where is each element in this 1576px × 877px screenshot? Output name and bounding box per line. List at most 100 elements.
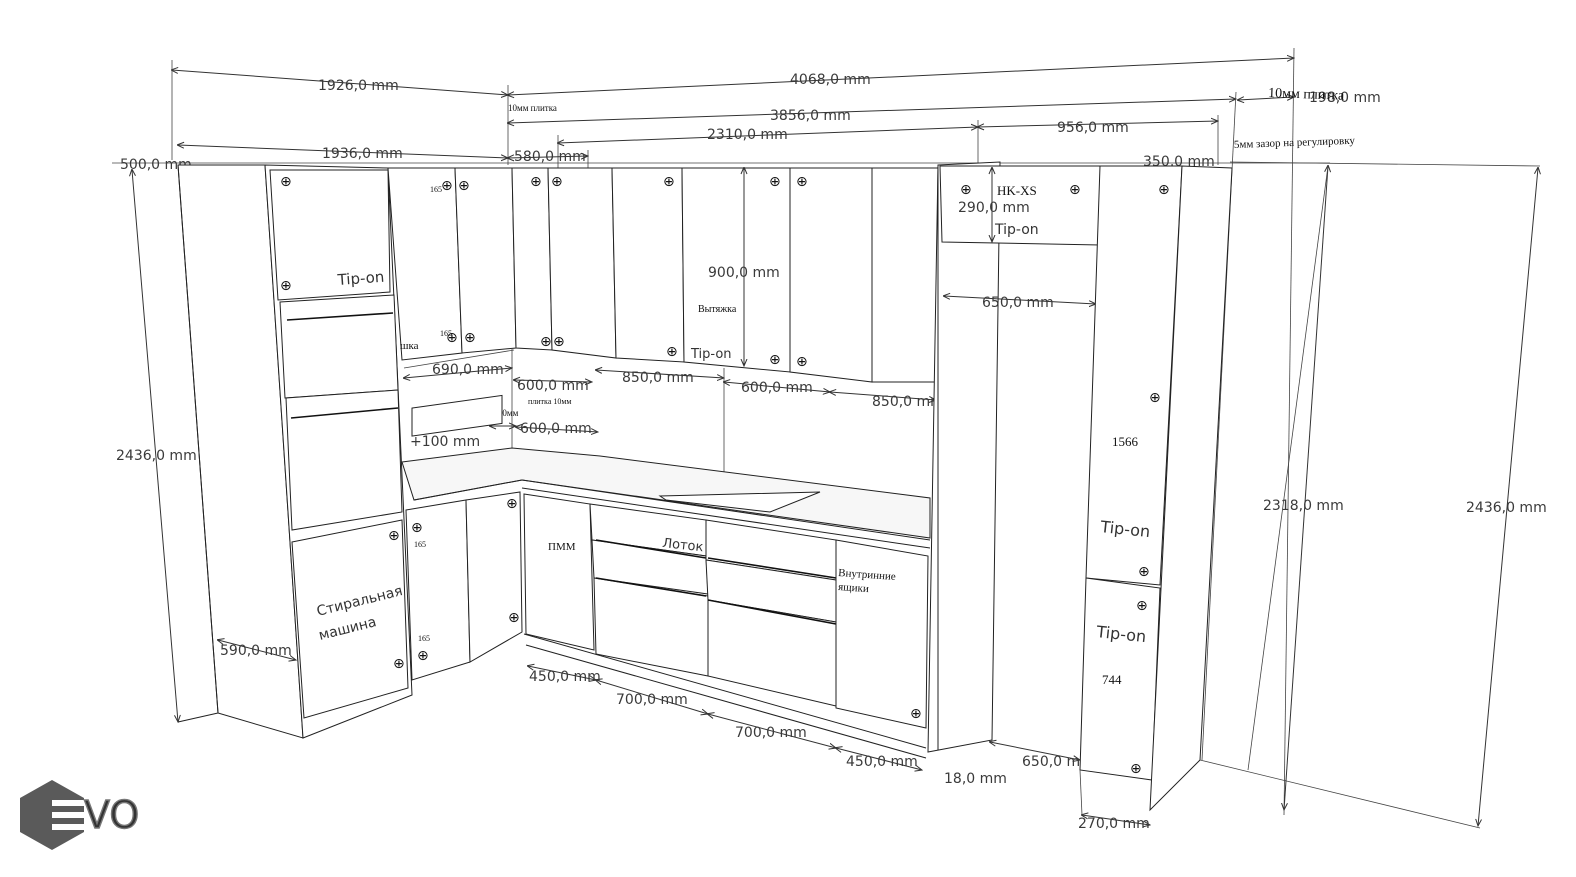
tall-top-door[interactable] (269, 169, 391, 301)
dim-650: 650,0 mm (982, 295, 1054, 311)
inner-drawers-door[interactable] (835, 539, 929, 729)
ext-line (1079, 769, 1083, 816)
left-height: 2436,0 mm (116, 170, 197, 722)
right-tall-cabinet: ⊕ ⊕ ⊕ ⊕ ⊕ 1566 Tip-on Tip-on 744 270,0 m… (1078, 165, 1233, 832)
hinge-icon: ⊕ (666, 344, 678, 360)
right-heights: 2318,0 mm 2436,0 mm (1199, 166, 1547, 829)
ceiling-line-right (1229, 161, 1541, 167)
hinge-icon: ⊕ (553, 334, 565, 350)
dim-line-600a (514, 380, 592, 382)
hinge-icon: ⊕ (1149, 390, 1161, 406)
dishwasher-label: ПММ (548, 541, 576, 553)
left-tall-column: ⊕ ⊕ Tip-on ⊕ ⊕ Стиральная машина (264, 164, 413, 739)
wall-edge (403, 349, 515, 369)
hinge-icon: ⊕ (393, 656, 405, 672)
num-165: 165 (440, 329, 452, 338)
tall-upper-door[interactable] (1085, 165, 1183, 586)
upper-door-4[interactable] (547, 167, 617, 359)
num-165: 165 (430, 185, 442, 194)
dim-956: 956,0 mm (1057, 120, 1129, 136)
dim-line-1926 (172, 70, 508, 95)
dim-450-b: 450,0 mm (846, 754, 918, 770)
dim-line-3856 (508, 99, 1236, 123)
hinge-icon: ⊕ (1130, 761, 1142, 777)
dim-198: 198,0 mm (1309, 90, 1381, 106)
dim-690: 690,0 mm (432, 362, 504, 378)
hinge-icon: ⊕ (280, 174, 292, 190)
upper-door-3[interactable] (511, 167, 553, 351)
hinge-icon: ⊕ (796, 354, 808, 370)
oven-2[interactable] (285, 389, 403, 531)
dim-450-a: 450,0 mm (529, 669, 601, 685)
evo-logo: VO (20, 780, 140, 850)
dim-line-1936 (178, 145, 508, 158)
dim-line-700a (596, 680, 708, 714)
dim-2310: 2310,0 mm (707, 127, 788, 143)
hinge-icon: ⊕ (411, 520, 423, 536)
dim-590: 590,0 mm (220, 643, 292, 659)
dim-580: 580,0 mm (514, 149, 586, 165)
dim-line-590 (218, 640, 296, 660)
dishwasher-door[interactable] (523, 493, 595, 651)
cooktop[interactable] (658, 491, 821, 513)
hinge-icon: ⊕ (769, 174, 781, 190)
hk-xs-label: HK-XS (997, 183, 1037, 198)
gap-note: 5мм зазор на регулировку (1234, 135, 1356, 151)
dim-line-956 (978, 121, 1218, 127)
dim-line-650-bottom (990, 742, 1080, 760)
dim-650-bottom: 650,0 mm (1022, 754, 1094, 770)
dim-line-450b (836, 748, 922, 770)
fridge-niche: ⊕ ⊕ HK-XS 290,0 mm Tip-on 650,0 mm (927, 161, 1101, 753)
hinge-icon: ⊕ (506, 496, 518, 512)
oven-1[interactable] (279, 294, 399, 399)
countertop (401, 394, 931, 549)
drawer-handle (707, 599, 837, 625)
edge (413, 479, 523, 501)
washer-door[interactable] (291, 519, 409, 719)
dim-900: 900,0 mm (708, 265, 780, 281)
dim-700-a: 700,0 mm (616, 692, 688, 708)
upper-main-wall: ⊕ ⊕ ⊕ ⊕ ⊕ ⊕ ⊕ ⊕ ⊕ ⊕ Вытяжка Tip-on 900,0… (511, 167, 939, 383)
logo-text: VO (84, 793, 139, 837)
hinge-icon: ⊕ (458, 178, 470, 194)
hinge-icon: ⊕ (1069, 182, 1081, 198)
inner-drawers-label-1: Внутринние (838, 567, 896, 583)
dim-270: 270,0 mm (1078, 816, 1150, 832)
base-dims: 450,0 mm 700,0 mm 700,0 mm 450,0 mm 18,0… (528, 666, 1094, 787)
dim-600-a: 600,0 mm (517, 378, 589, 394)
height-1566-label: 1566 (1112, 434, 1139, 449)
edge (521, 479, 931, 541)
dim-plus100: +100 mm (410, 434, 480, 450)
hinge-icon: ⊕ (910, 706, 922, 722)
dim-line-850b (830, 392, 936, 400)
upper-door-7[interactable] (871, 167, 939, 383)
dim-line-690 (404, 368, 512, 378)
dim-290: 290,0 mm (958, 200, 1030, 216)
hinge-icon: ⊕ (446, 330, 458, 346)
sink[interactable] (411, 394, 503, 437)
dim-1926: 1926,0 mm (318, 78, 399, 94)
dim-line-2318 (1284, 166, 1328, 810)
edge (177, 712, 219, 723)
hood-label: Вытяжка (698, 304, 737, 315)
upper-door-5[interactable] (611, 167, 685, 363)
hinge-icon: ⊕ (1136, 598, 1148, 614)
hinge-icon: ⊕ (280, 278, 292, 294)
dim-2436-right: 2436,0 mm (1466, 500, 1547, 516)
dim-18: 18,0 mm (944, 771, 1007, 787)
hinge-icon: ⊕ (960, 182, 972, 198)
upper-door-6[interactable] (789, 167, 873, 383)
hinge-icon: ⊕ (464, 330, 476, 346)
base-door-2[interactable] (465, 491, 523, 663)
dim-4068: 4068,0 mm (790, 72, 871, 88)
upper-door-2[interactable] (454, 167, 517, 354)
drawer-3[interactable] (593, 577, 709, 677)
hinge-icon: ⊕ (441, 178, 453, 194)
dim-2318: 2318,0 mm (1263, 498, 1344, 514)
dim-line-2310 (558, 127, 978, 143)
base-main-wall: ПММ Лоток Внутринние ящики ⊕ (523, 493, 929, 759)
logo-stripe (52, 800, 84, 806)
hinge-icon: ⊕ (551, 174, 563, 190)
dim-line-850a (596, 370, 724, 378)
